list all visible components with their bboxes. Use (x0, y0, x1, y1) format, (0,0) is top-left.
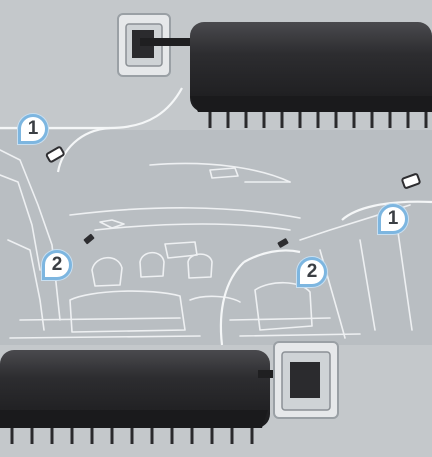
callout-number: 1 (378, 204, 408, 234)
callout-2-left: 2 (42, 250, 72, 280)
callout-2-right: 2 (297, 257, 327, 287)
callout-1-left: 1 (18, 114, 48, 144)
callout-number: 2 (297, 257, 327, 287)
callout-1-right: 1 (378, 204, 408, 234)
callout-number: 1 (18, 114, 48, 144)
callout-number: 2 (42, 250, 72, 280)
